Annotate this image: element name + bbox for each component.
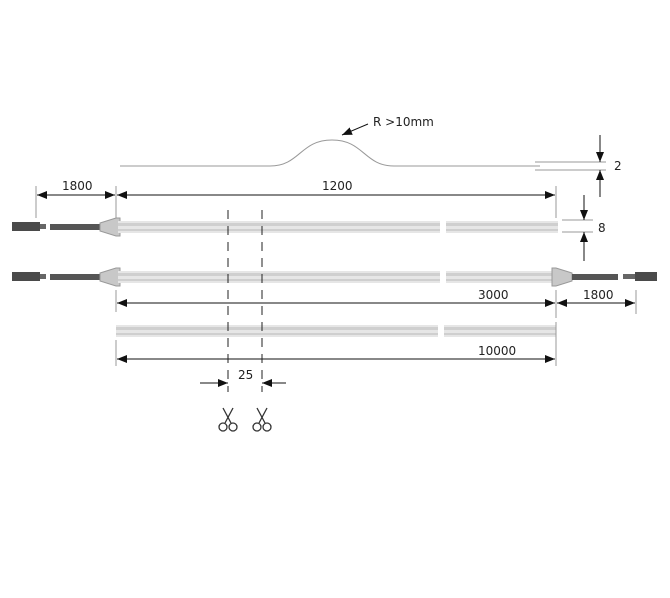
- end-cap: [551, 267, 573, 287]
- cut-interval-label: 25: [238, 368, 253, 382]
- length-1200-label: 1200: [322, 179, 353, 193]
- plug-connector: [635, 272, 657, 281]
- scissors-icon: [218, 407, 238, 432]
- lead-right-label: 1800: [583, 288, 614, 302]
- length-3000-label: 3000: [478, 288, 509, 302]
- width-label: 8: [598, 221, 606, 235]
- length-10000-label: 10000: [478, 344, 516, 358]
- bend-radius-label: R >10mm: [373, 115, 434, 129]
- end-cap: [99, 267, 121, 287]
- led-strip-1: [12, 217, 558, 237]
- scissors-icon: [252, 407, 272, 432]
- cable: [50, 224, 100, 230]
- plug-connector: [12, 222, 40, 231]
- led-strip-2: [12, 267, 657, 287]
- thickness-label: 2: [614, 159, 622, 173]
- cable: [572, 274, 618, 280]
- cable: [50, 274, 100, 280]
- plug-connector: [12, 272, 40, 281]
- led-strip-3: [116, 325, 556, 337]
- lead-left-label: 1800: [62, 179, 93, 193]
- bend-radius-arrow: [341, 123, 369, 136]
- end-cap: [99, 217, 121, 237]
- bend-profile: [120, 139, 540, 167]
